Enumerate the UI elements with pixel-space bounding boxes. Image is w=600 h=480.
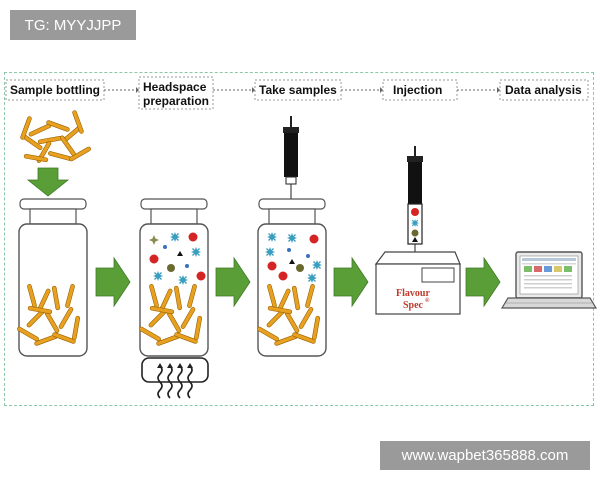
step-box-sample-bottling — [5, 79, 105, 101]
process-arrow-2 — [215, 256, 251, 308]
flavourspec-instrument: Flavour Spec ® — [374, 251, 461, 315]
step-label-injection: Injection — [393, 83, 443, 97]
bottle-2-volatiles — [149, 231, 206, 286]
registered-mark: ® — [425, 297, 430, 304]
step-box-headspace — [138, 76, 214, 110]
step-box-data-analysis — [499, 79, 589, 101]
instrument-name: Flavour — [396, 288, 430, 299]
step-label-sample-bottling: Sample bottling — [10, 83, 100, 97]
down-arrow — [26, 167, 70, 197]
watermark-top: TG: MYYJJPP — [10, 10, 136, 40]
process-arrow-4 — [465, 256, 501, 308]
syringe-injection — [407, 146, 423, 258]
step-box-take-samples — [254, 79, 342, 101]
step-box-injection — [382, 79, 458, 101]
step-label-headspace-preparation: Headspace preparation — [143, 80, 209, 108]
watermark-bottom: www.wapbet365888.com — [380, 441, 590, 470]
step-label-headspace-line1: Headspace — [143, 80, 207, 94]
label-connectors — [104, 87, 500, 93]
laptop — [500, 251, 598, 309]
raw-sample-pile — [19, 109, 92, 164]
process-arrow-3 — [333, 256, 369, 308]
instrument-name-2: Spec — [403, 300, 424, 311]
workflow-frame — [4, 72, 594, 406]
heater — [141, 357, 209, 399]
bottle-3-volatiles — [264, 231, 323, 284]
process-arrow-1 — [95, 256, 131, 308]
step-label-data-analysis: Data analysis — [505, 83, 582, 97]
step-label-take-samples: Take samples — [259, 83, 337, 97]
step-label-headspace-line2: preparation — [143, 94, 210, 108]
